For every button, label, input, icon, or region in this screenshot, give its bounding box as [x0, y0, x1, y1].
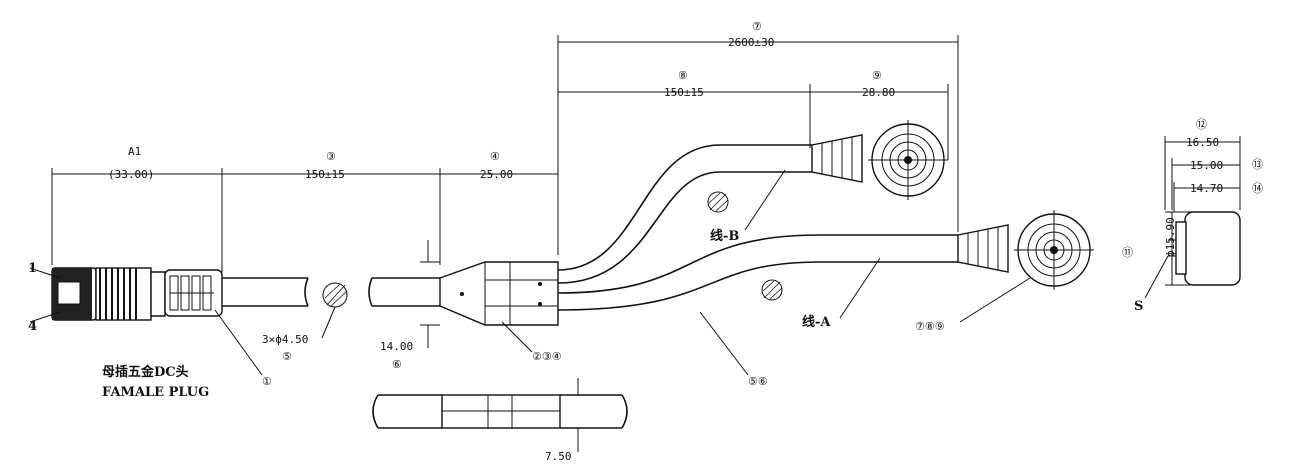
callout-7: ⑦ [752, 20, 762, 33]
end-view [1168, 211, 1241, 286]
cables [222, 144, 958, 311]
callout-3: ③ [326, 150, 336, 163]
splitter-body [439, 261, 559, 326]
callout-group-789: ⑦⑧⑨ [915, 320, 945, 333]
pin-1-label: 1 [28, 261, 37, 276]
labels: 线-B 线-A 母插五金DC头 FAMALE PLUG 1 4 S [28, 228, 1143, 400]
splitter-height: 14.00 [380, 340, 413, 353]
plug-name-en: FAMALE PLUG [102, 385, 209, 400]
callout-12: ⑫ [1196, 118, 1207, 131]
end-inner: 14.70 [1190, 182, 1223, 195]
callout-a1: A1 [128, 145, 141, 158]
connector-head-b [811, 120, 948, 200]
end-diameter: ϕ15.90 [1164, 217, 1177, 257]
callout-group-56: ⑤⑥ [748, 375, 768, 388]
splitter-length: 25.00 [480, 168, 513, 181]
joint-detail [372, 394, 628, 429]
cable-section-icon [707, 191, 729, 213]
callout-group-234: ②③④ [532, 350, 562, 363]
end-total: 16.50 [1186, 136, 1219, 149]
s-mark: S [1134, 299, 1143, 314]
plug-name-cn: 母插五金DC头 [102, 364, 189, 380]
callout-9: ⑨ [872, 69, 882, 82]
overall-length: 2600±30 [728, 36, 774, 49]
callout-8: ⑧ [678, 69, 688, 82]
callout-4: ④ [490, 150, 500, 163]
callout-1: ① [262, 375, 272, 388]
joint-width: 7.50 [545, 450, 572, 463]
end-mid: 15.00 [1190, 159, 1223, 172]
head-width: 28.80 [862, 86, 895, 99]
female-plug [51, 267, 223, 321]
callout-14: ⑭ [1252, 182, 1263, 195]
callout-13: ⑬ [1252, 158, 1263, 171]
label-line-b: 线-B [710, 228, 739, 244]
branch-length: 150±15 [664, 86, 704, 99]
dimension-lines [51, 35, 1241, 452]
dimension-texts: ⑦ 2600±30 ⑧ 150±15 ⑨ 28.80 A1 (33.00) ③ … [108, 20, 1263, 463]
center-length: 150±15 [305, 168, 345, 181]
cable-spec: 3×ϕ4.50 [262, 333, 308, 346]
callout-5: ⑤ [282, 350, 292, 363]
cable-section-icon [761, 279, 783, 301]
pin-4-label: 4 [28, 319, 37, 334]
callout-6: ⑥ [392, 358, 402, 371]
leader-lines [29, 169, 1169, 376]
plug-length: (33.00) [108, 168, 154, 181]
label-line-a: 线-A [802, 314, 831, 330]
callout-11: ⑪ [1122, 246, 1133, 259]
connector-head-a [957, 210, 1094, 290]
